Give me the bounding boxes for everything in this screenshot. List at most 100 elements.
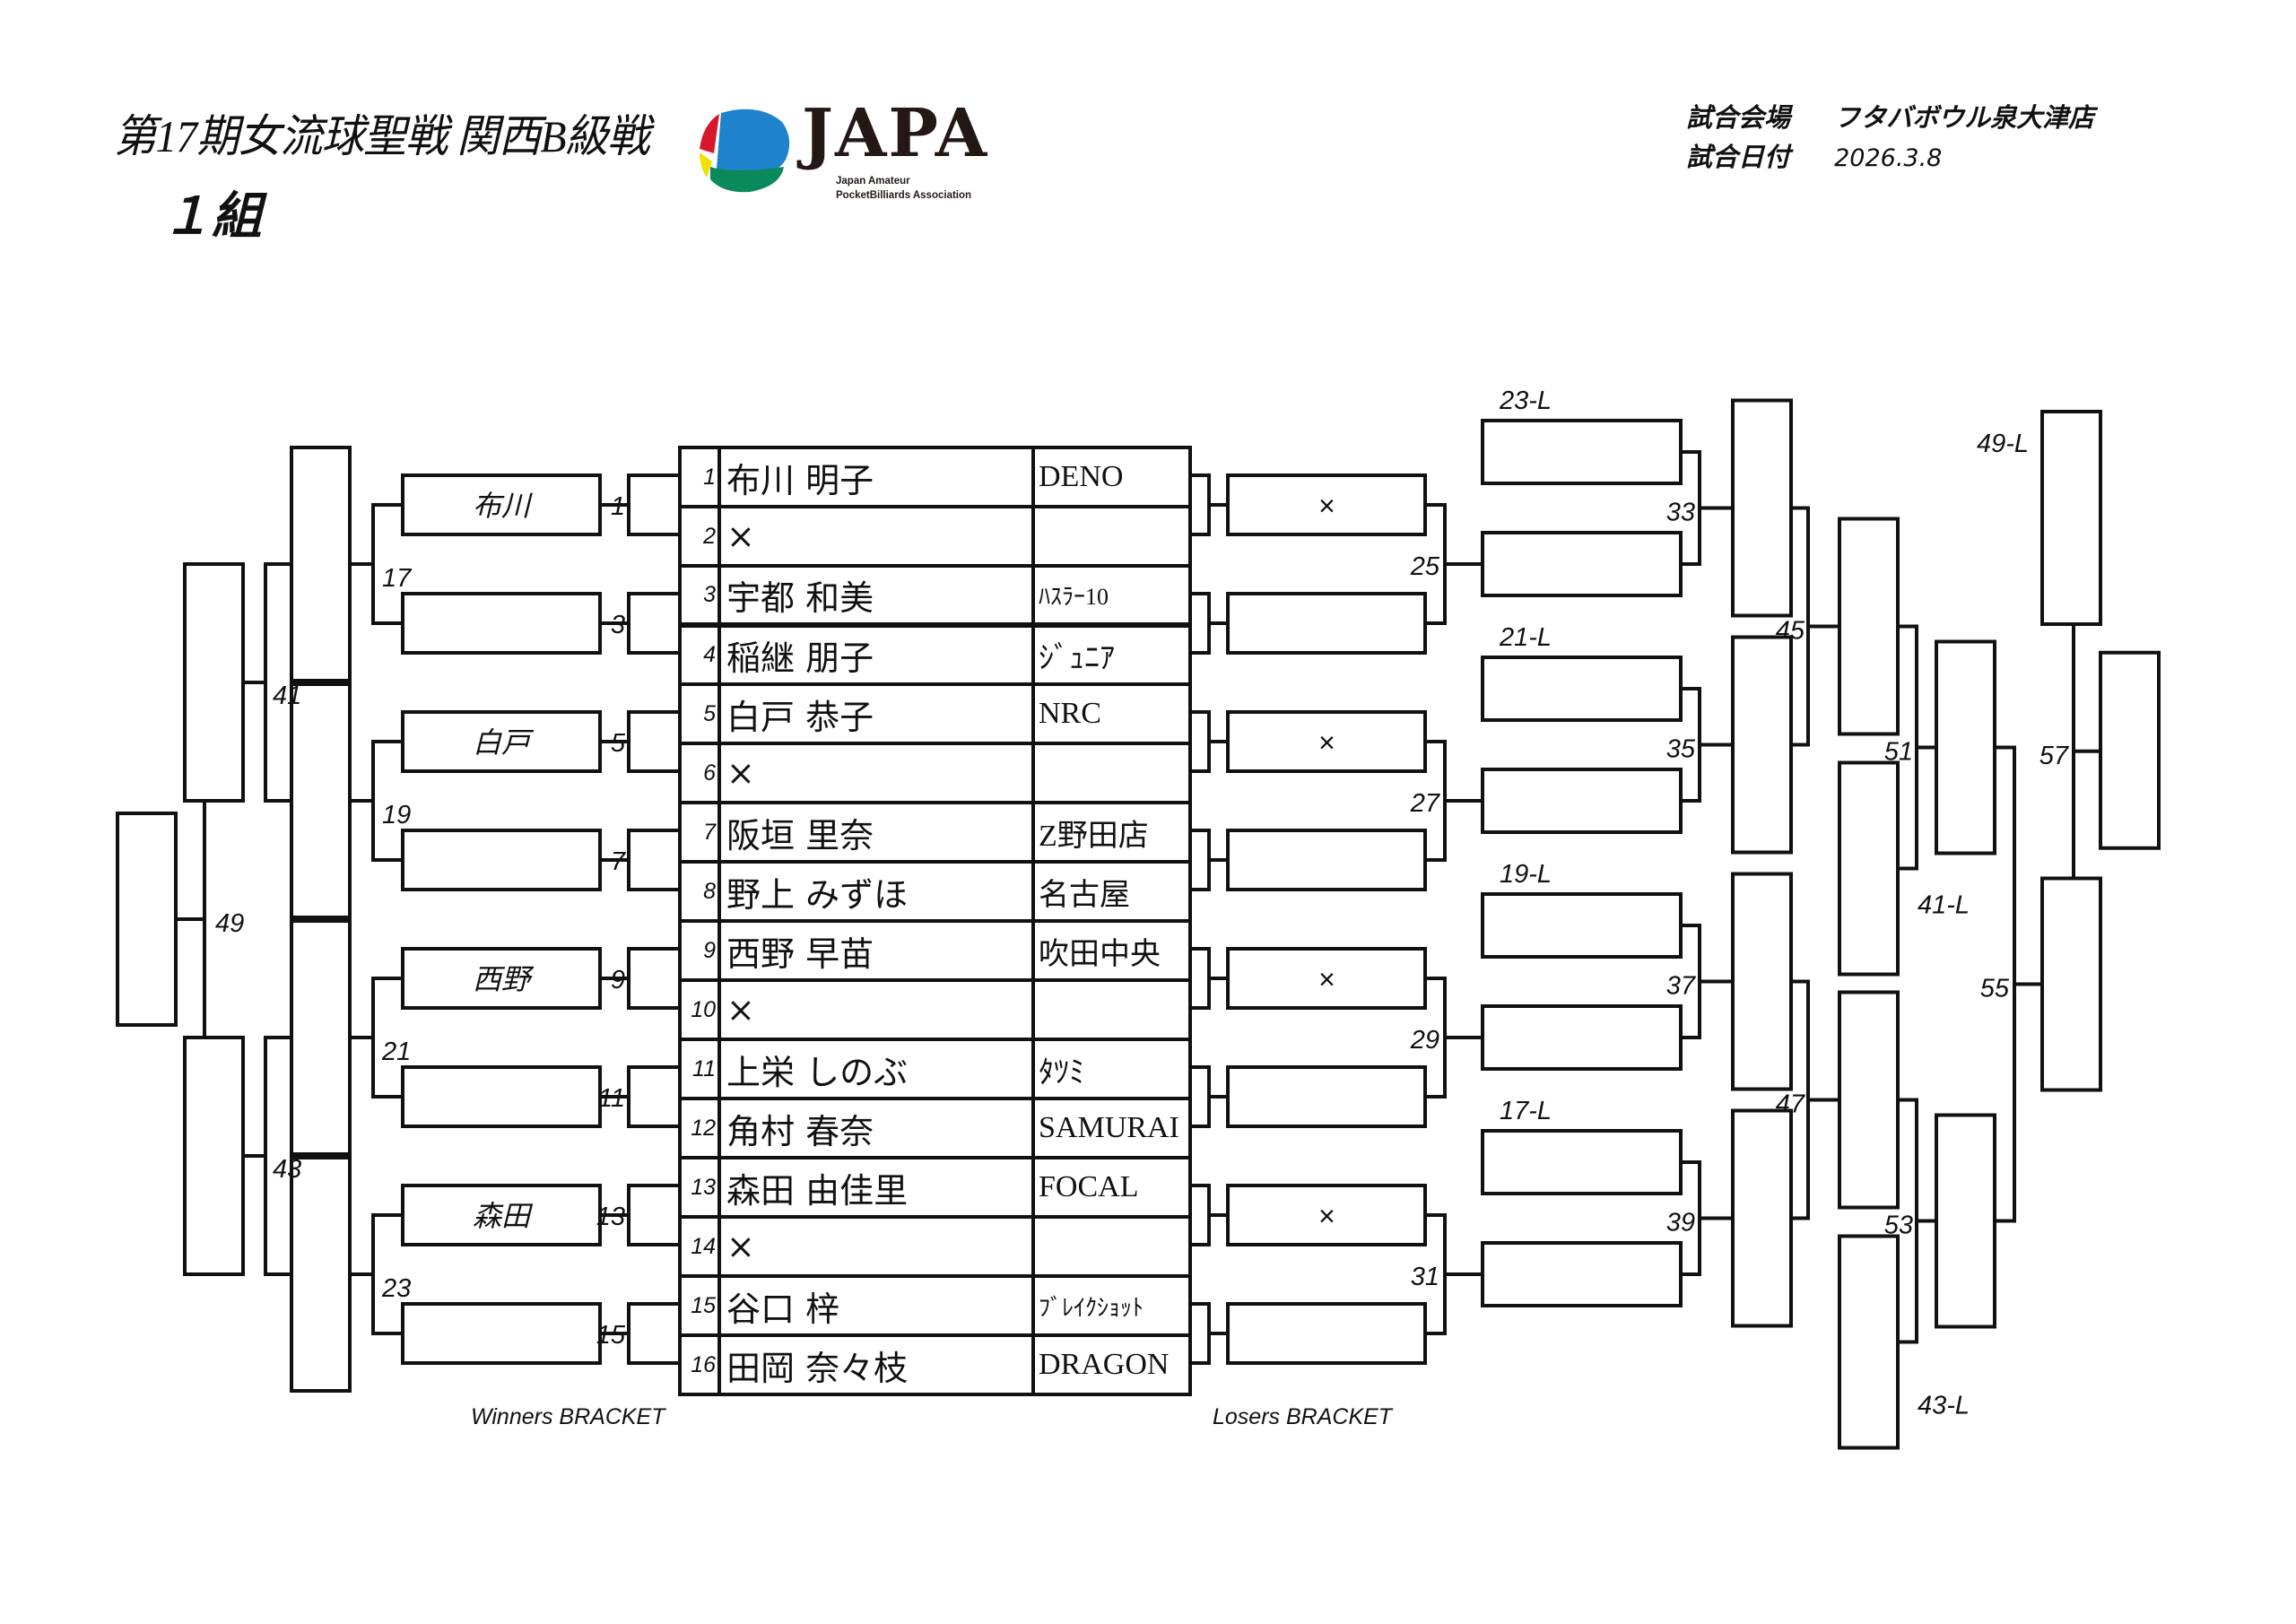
player-row: 10× bbox=[678, 978, 1192, 1041]
dropin-final-box[interactable] bbox=[2040, 410, 2102, 626]
player-name: 角村 春奈 bbox=[718, 1097, 1035, 1159]
dropin-box-tall[interactable] bbox=[1838, 760, 1900, 977]
round3-result-box[interactable] bbox=[183, 562, 245, 803]
winner-name-box[interactable] bbox=[401, 592, 602, 655]
match-number: 19 bbox=[382, 801, 411, 829]
seed-pair-bracket bbox=[627, 592, 678, 655]
loser-round3-box[interactable] bbox=[1731, 872, 1793, 1091]
dropin-box[interactable] bbox=[1481, 1129, 1683, 1195]
player-name: × bbox=[718, 505, 1035, 568]
venue-value: フタバボウル泉大津店 bbox=[1834, 102, 2095, 133]
player-club: NRC bbox=[1031, 682, 1192, 745]
winner-name-box[interactable] bbox=[401, 1302, 602, 1365]
seed-number: 9 bbox=[678, 919, 721, 982]
match-number: 21 bbox=[381, 1038, 411, 1066]
match-number: 25 bbox=[1410, 552, 1440, 581]
seed-number: 11 bbox=[678, 1038, 721, 1100]
player-name: 稲継 朋子 bbox=[718, 623, 1035, 686]
player-club: ｼﾞｭﾆｱ bbox=[1031, 623, 1192, 686]
match-number: 27 bbox=[1410, 789, 1441, 818]
loser-round6-box[interactable] bbox=[2040, 876, 2102, 1092]
logo-line2: PocketBilliards Association bbox=[836, 190, 972, 201]
player-row: 2× bbox=[678, 505, 1192, 568]
dropin-box[interactable] bbox=[1481, 892, 1683, 959]
loser-round2-box[interactable] bbox=[1481, 531, 1683, 597]
match-number: 57 bbox=[2039, 742, 2070, 770]
seed-pair-bracket bbox=[627, 1184, 678, 1246]
player-name: 布川 明子 bbox=[718, 446, 1035, 508]
loser-round5-box[interactable] bbox=[1935, 1113, 1996, 1329]
player-club: ﾌﾞﾚｲｸｼｮｯﾄ bbox=[1031, 1274, 1192, 1337]
loser-entry-box[interactable] bbox=[1226, 710, 1427, 773]
seed-number: 14 bbox=[678, 1215, 721, 1278]
winner-name-box[interactable] bbox=[401, 947, 602, 1010]
winner-name: 白戸 bbox=[473, 726, 535, 759]
logo-wordmark: JAPA bbox=[802, 95, 989, 172]
winner-name: 森田 bbox=[473, 1200, 534, 1232]
match-number: 23 bbox=[381, 1274, 411, 1303]
dropin-label: 17-L bbox=[1500, 1097, 1552, 1125]
loser-round2-box[interactable] bbox=[1481, 1241, 1683, 1307]
loser-entry: × bbox=[1318, 1200, 1335, 1232]
player-name: 森田 由佳里 bbox=[718, 1156, 1035, 1219]
loser-round3-box[interactable] bbox=[1731, 398, 1793, 618]
player-club bbox=[1031, 742, 1192, 804]
loser-round4-box[interactable] bbox=[1838, 517, 1900, 736]
player-name: 野上 みずほ bbox=[718, 860, 1035, 923]
loser-entry-box[interactable] bbox=[1226, 473, 1427, 536]
winner-name-box[interactable] bbox=[401, 1184, 602, 1246]
match-number: 17 bbox=[382, 564, 413, 593]
player-club: DRAGON bbox=[1031, 1333, 1192, 1396]
player-club bbox=[1031, 505, 1192, 568]
round2-result-box[interactable] bbox=[290, 919, 352, 1156]
loser-entry-box[interactable] bbox=[1226, 592, 1427, 655]
match-number: 51 bbox=[1884, 738, 1913, 767]
round2-result-box[interactable] bbox=[290, 682, 352, 919]
dropin-label: 19-L bbox=[1500, 860, 1552, 889]
seed-pair-bracket bbox=[627, 710, 678, 773]
winner-name-box[interactable] bbox=[401, 1065, 602, 1128]
winner-name: 西野 bbox=[473, 963, 535, 995]
dropin-box[interactable] bbox=[1481, 419, 1683, 485]
seed-number: 5 bbox=[678, 682, 721, 745]
loser-round2-box[interactable] bbox=[1481, 1004, 1683, 1071]
winner-name-box[interactable] bbox=[401, 829, 602, 891]
group-label: １組 bbox=[161, 187, 262, 244]
match-number: 55 bbox=[1980, 975, 2010, 1003]
loser-entry-box[interactable] bbox=[1226, 1302, 1427, 1365]
winners-final-box[interactable] bbox=[116, 812, 178, 1027]
round2-result-box[interactable] bbox=[290, 446, 352, 682]
logo-line1: Japan Amateur bbox=[836, 176, 910, 187]
loser-round3-box[interactable] bbox=[1731, 1108, 1793, 1328]
losers-final-box[interactable] bbox=[2099, 650, 2161, 850]
round3-result-box[interactable] bbox=[183, 1036, 245, 1276]
seed-number: 2 bbox=[678, 505, 721, 568]
loser-entry-box[interactable] bbox=[1226, 1065, 1427, 1128]
loser-round2-box[interactable] bbox=[1481, 768, 1683, 834]
dropin-box-tall[interactable] bbox=[1838, 1234, 1900, 1450]
loser-entry-box[interactable] bbox=[1226, 947, 1427, 1010]
loser-entry-box[interactable] bbox=[1226, 829, 1427, 891]
loser-round5-box[interactable] bbox=[1935, 639, 1996, 855]
seed-number: 16 bbox=[678, 1333, 721, 1396]
loser-round4-box[interactable] bbox=[1838, 990, 1900, 1210]
winner-name: 布川 bbox=[473, 490, 533, 522]
round2-result-box[interactable] bbox=[290, 1156, 352, 1393]
seed-number: 6 bbox=[678, 742, 721, 804]
seed-pair-bracket bbox=[627, 1065, 678, 1128]
seed-number: 13 bbox=[678, 1156, 721, 1219]
dropin-box[interactable] bbox=[1481, 656, 1683, 722]
loser-round3-box[interactable] bbox=[1731, 635, 1793, 855]
match-number: 9 bbox=[611, 966, 625, 994]
player-club: 吹田中央 bbox=[1031, 919, 1192, 982]
date-row: 試合日付 2026.3.8 bbox=[1686, 136, 1942, 174]
